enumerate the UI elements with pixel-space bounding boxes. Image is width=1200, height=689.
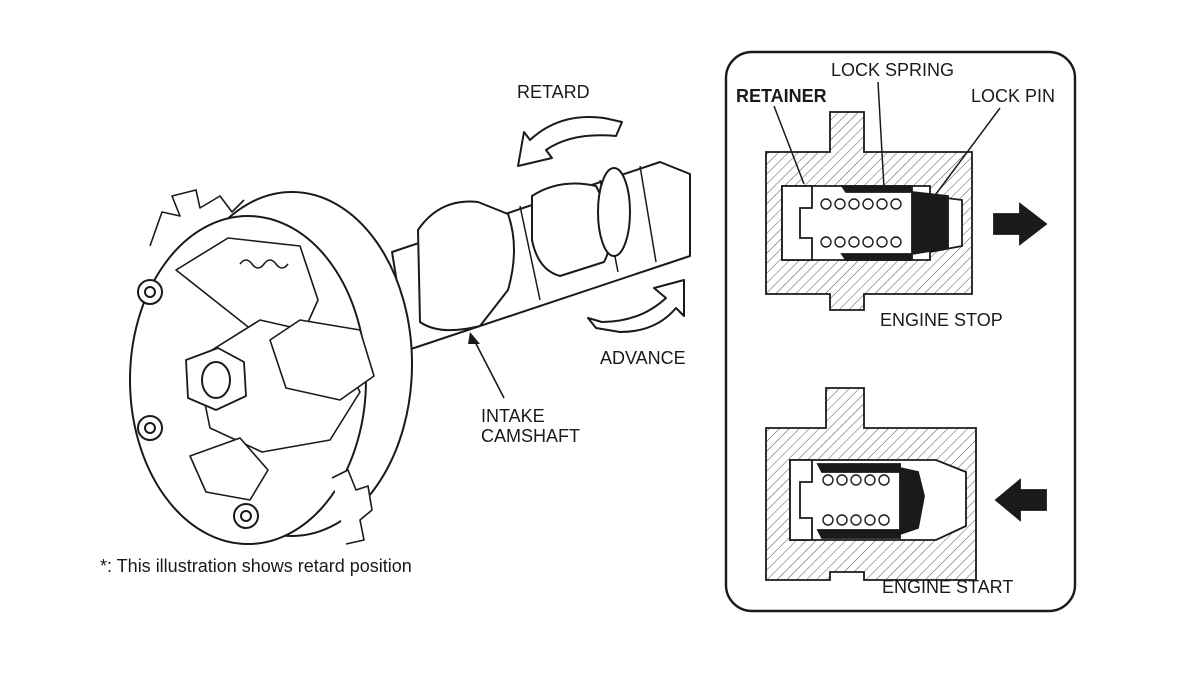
- engine-stop-arrow-icon: [993, 202, 1048, 246]
- camshaft-leader-line: [471, 335, 505, 399]
- engine-stop-label: ENGINE STOP: [880, 310, 1003, 330]
- advance-arrow-icon: [587, 279, 685, 333]
- retard-position-note: *: This illustration shows retard positi…: [100, 556, 412, 576]
- lock-pin-label: LOCK PIN: [971, 86, 1056, 106]
- lock-spring-leader-line: [877, 81, 885, 189]
- engine-start-label: ENGINE START: [882, 577, 1014, 597]
- retainer-leader-line: [773, 105, 805, 185]
- engine-start-arrow-icon: [994, 478, 1047, 522]
- retard-label: RETARD: [517, 82, 590, 102]
- intake-camshaft-label: INTAKE CAMSHAFT: [481, 406, 580, 446]
- lock-spring-label: LOCK SPRING: [831, 60, 955, 80]
- retard-arrow-icon: [517, 115, 623, 167]
- camshaft-arrowhead-icon: [468, 332, 480, 344]
- intake-camshaft-illustration: [129, 161, 691, 545]
- vtc-actuator: [129, 189, 413, 545]
- advance-label: ADVANCE: [600, 348, 686, 368]
- lock-pin-leader-line: [935, 107, 1001, 195]
- engine-stop-section: [765, 81, 1048, 311]
- engine-start-section: [765, 387, 1047, 581]
- retainer-label: RETAINER: [736, 86, 827, 106]
- camshaft: [391, 161, 691, 351]
